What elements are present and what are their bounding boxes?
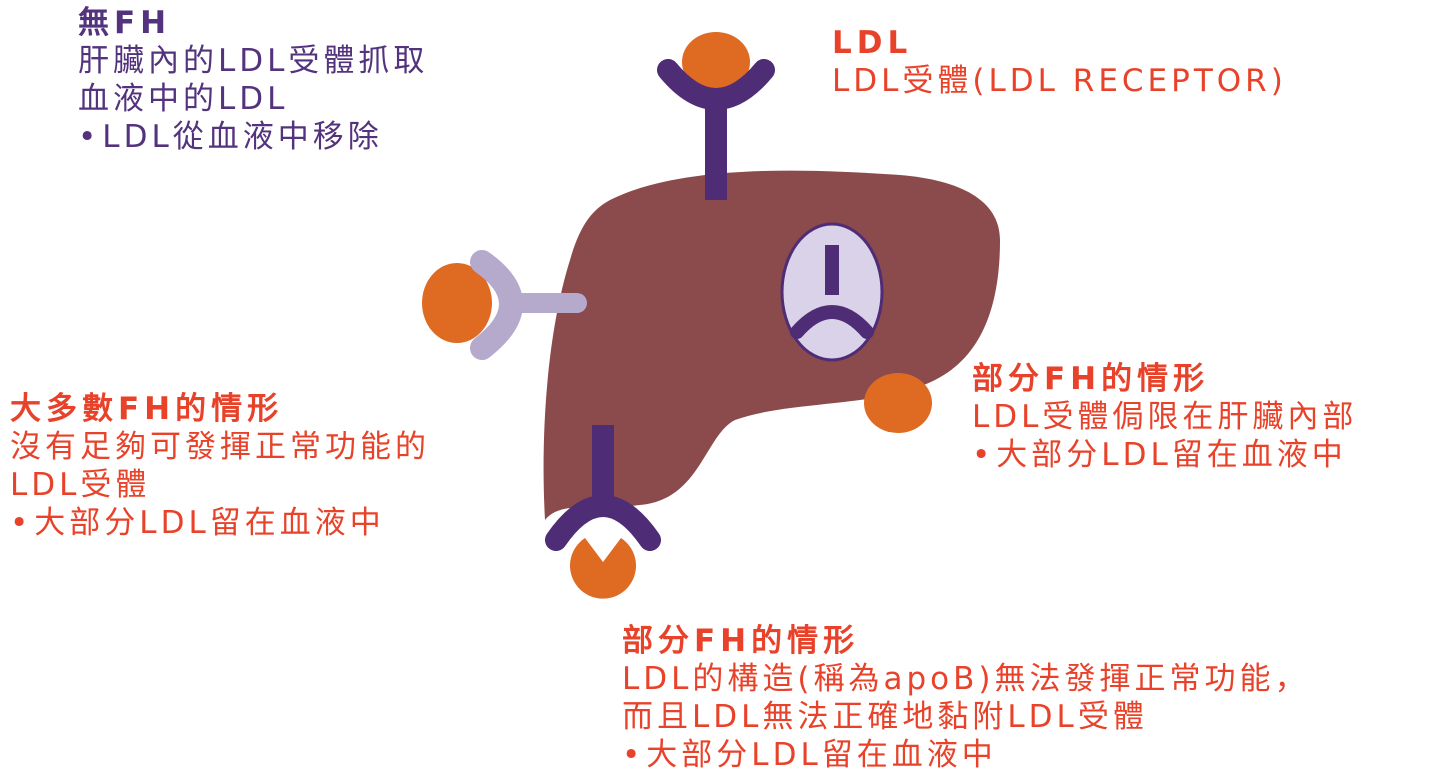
some-fh-apob-line1: LDL的構造(稱為apoB)無法發揮正常功能， [622,661,1310,697]
ldl-particle-defective [570,538,637,599]
receptor-bottom [545,425,661,599]
some-fh-trapped-bullet: 大部分LDL留在血液中 [972,436,1357,474]
some-fh-trapped-line1: LDL受體侷限在肝臟內部 [972,399,1358,435]
no-fh-line1: 肝臟內的LDL受體抓取 [78,43,429,79]
most-fh-bullet: 大部分LDL留在血液中 [10,504,430,542]
most-fh-line2: LDL受體 [10,467,151,503]
text-legend: LDL LDL受體(LDL RECEPTOR) [832,24,1287,100]
no-fh-line2: 血液中的LDL [78,81,289,117]
receptor-trapped [780,222,884,362]
some-fh-apob-title: 部分FH的情形 [622,623,860,659]
some-fh-apob-bullet: 大部分LDL留在血液中 [622,736,1310,774]
liver-shape [543,170,1000,520]
most-fh-title: 大多數FH的情形 [10,391,284,427]
some-fh-trapped-title: 部分FH的情形 [972,361,1210,397]
text-some-fh-trapped: 部分FH的情形 LDL受體侷限在肝臟內部 大部分LDL留在血液中 [972,360,1357,474]
some-fh-apob-line2: 而且LDL無法正確地黏附LDL受體 [622,699,1148,735]
most-fh-line1: 沒有足夠可發揮正常功能的 [10,429,430,465]
legend-receptor: LDL受體(LDL RECEPTOR) [832,63,1287,99]
receptor-top [657,32,775,200]
ldl-particle-left [422,263,492,343]
legend-ldl: LDL [832,25,913,61]
ldl-particle-top [682,32,750,92]
ldl-particle-free [864,373,932,433]
no-fh-bullet: LDL從血液中移除 [78,118,428,156]
text-some-fh-apob: 部分FH的情形 LDL的構造(稱為apoB)無法發揮正常功能， 而且LDL無法正… [622,622,1310,774]
text-no-fh: 無FH 肝臟內的LDL受體抓取 血液中的LDL LDL從血液中移除 [78,4,428,156]
text-most-fh: 大多數FH的情形 沒有足夠可發揮正常功能的 LDL受體 大部分LDL留在血液中 [10,390,430,542]
no-fh-title: 無FH [78,5,172,41]
receptor-left [422,250,587,360]
